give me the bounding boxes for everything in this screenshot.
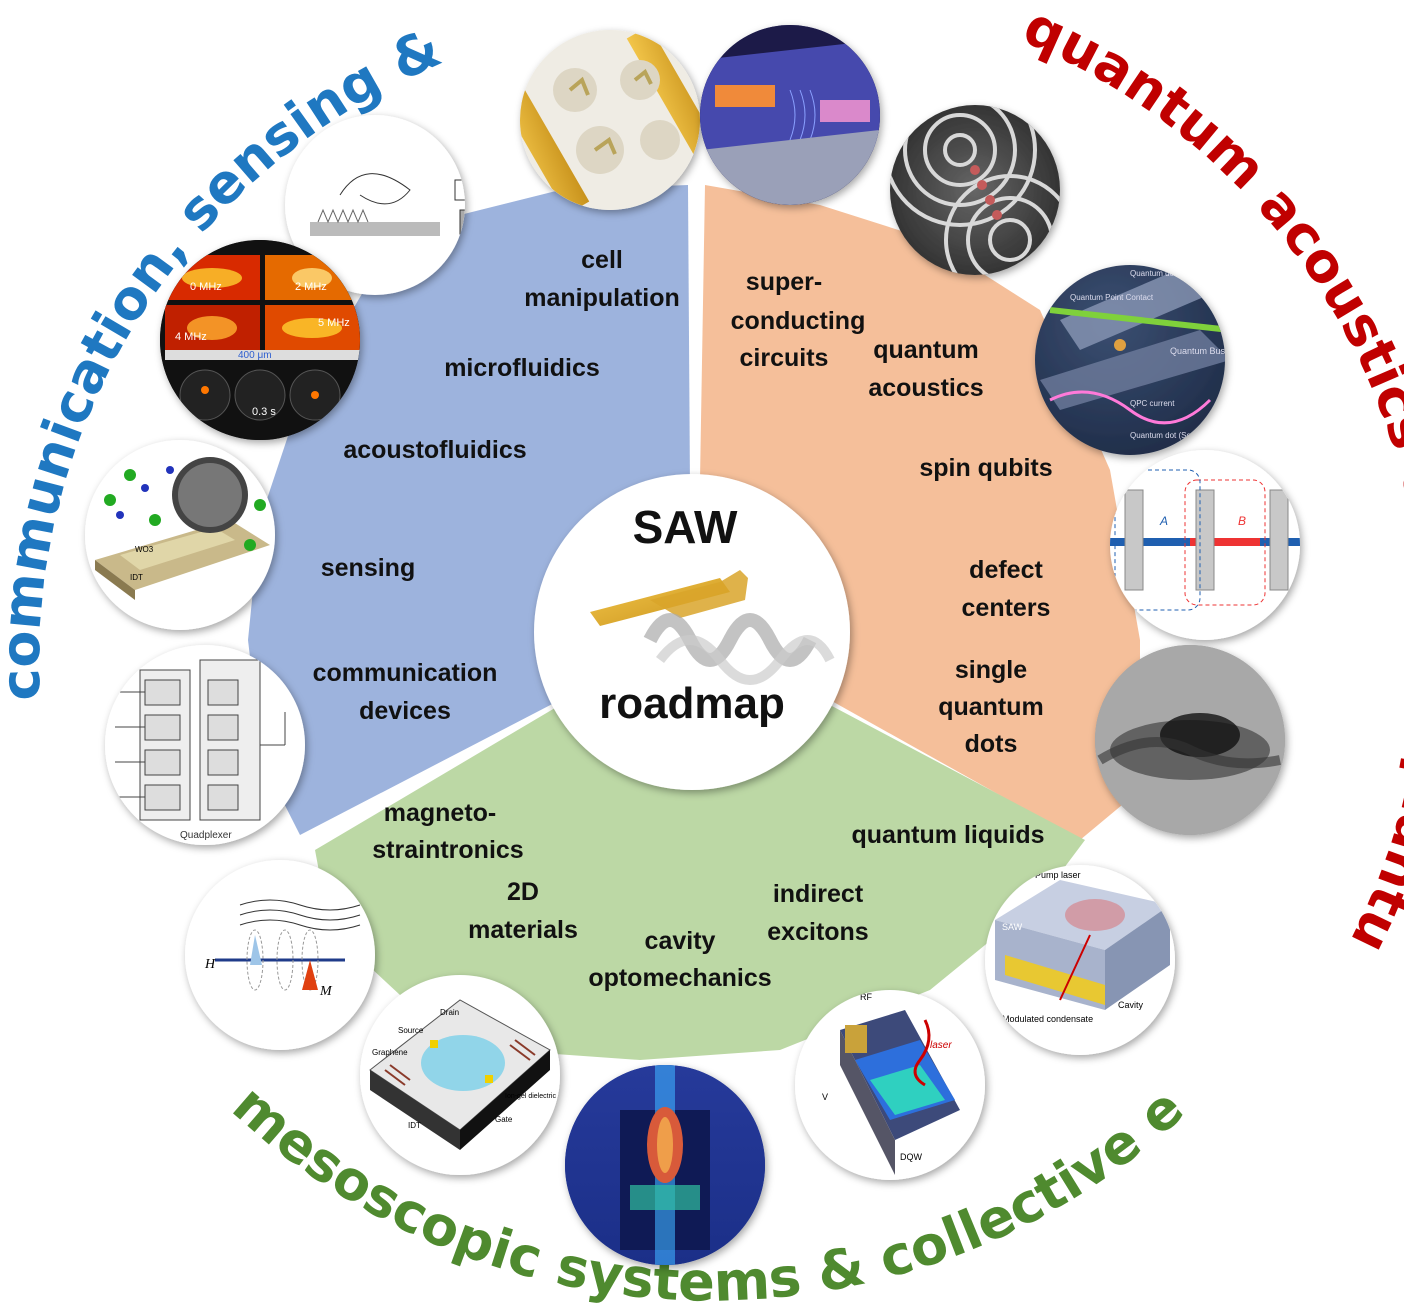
topic-spin-qubits: spin qubits [919, 454, 1052, 482]
svg-text:RF: RF [860, 992, 872, 1002]
svg-text:Graphene: Graphene [372, 1048, 408, 1057]
svg-text:Source: Source [398, 1026, 424, 1035]
svg-text:Drain: Drain [440, 1008, 459, 1017]
graphene-saw-device-image: Drain Source Graphene Ion-gel dielectric… [360, 975, 560, 1175]
exciton-device-image: RF laser V DQW [795, 990, 985, 1180]
svg-text:Quantum dot (Detector): Quantum dot (Detector) [1130, 269, 1214, 278]
svg-text:Quantum dot (Source): Quantum dot (Source) [1130, 431, 1209, 440]
topic-quantum-liquids: quantum liquids [851, 821, 1044, 849]
quadplexer-schematic-image: Quadplexer [105, 645, 305, 845]
idt-device-icon [590, 570, 835, 685]
svg-text:A: A [1159, 514, 1168, 528]
quantum-dot-noise-image [1095, 645, 1285, 835]
svg-text:DQW: DQW [900, 1152, 923, 1162]
svg-text:2 MHz: 2 MHz [295, 281, 327, 293]
topic-magneto-straintronics: magneto-straintronics [372, 799, 523, 864]
svg-text:400 μm: 400 μm [238, 350, 272, 361]
spin-qubit-panel-image: A B [1110, 450, 1300, 640]
svg-text:Quantum Bus: Quantum Bus [1170, 346, 1226, 356]
quantum-bus-image: Quantum dot (Detector) Quantum Point Con… [1035, 265, 1226, 455]
svg-text:5 MHz: 5 MHz [318, 317, 350, 329]
svg-text:laser: laser [930, 1040, 952, 1051]
svg-text:Quadplexer: Quadplexer [180, 830, 232, 841]
topic-microfluidics: microfluidics [444, 354, 600, 382]
surface-wave-ripple-image [890, 105, 1060, 275]
svg-text:B: B [1238, 514, 1246, 528]
svg-text:SAW: SAW [1002, 922, 1023, 932]
optomechanical-cavity-image [565, 1065, 765, 1265]
svg-text:0 MHz: 0 MHz [190, 281, 222, 293]
acoustic-streaming-sketch-image [285, 115, 465, 295]
svg-text:Modulated condensate: Modulated condensate [1002, 1014, 1093, 1024]
center-title: SAW [633, 501, 738, 553]
svg-text:IDT: IDT [130, 573, 143, 582]
svg-text:V: V [822, 1092, 828, 1102]
svg-text:WO3: WO3 [135, 545, 154, 554]
superconducting-circuit-image [700, 25, 880, 205]
svg-text:4 MHz: 4 MHz [175, 331, 207, 343]
svg-text:Pump laser: Pump laser [1035, 870, 1081, 880]
svg-text:Gate: Gate [495, 1115, 513, 1124]
svg-text:Cavity: Cavity [1118, 1000, 1144, 1010]
svg-text:Quantum Point Contact: Quantum Point Contact [1070, 293, 1154, 302]
cell-manipulation-image [520, 30, 700, 210]
center-hub: SAW roadmap [534, 474, 850, 790]
topic-sensing: sensing [321, 554, 415, 582]
acoustofluidic-frequency-panel-image: 0 MHz 2 MHz 4 MHz 5 MHz 400 μm 0.3 s [160, 240, 360, 440]
svg-text:M: M [319, 984, 333, 999]
center-subtitle: roadmap [599, 679, 785, 728]
green-sector [315, 705, 1085, 1060]
svg-text:Ion-gel dielectric: Ion-gel dielectric [505, 1093, 556, 1100]
gas-sensor-image: WO3 IDT [85, 440, 275, 630]
magnetization-dynamics-image: H M [185, 860, 375, 1050]
svg-text:0.3 s: 0.3 s [252, 406, 276, 418]
polariton-condensate-image: Pump laser SAW Cavity Modulated condensa… [985, 865, 1175, 1055]
svg-text:H: H [204, 957, 216, 972]
topic-acoustofluidics: acoustofluidics [343, 436, 526, 464]
svg-text:QPC current: QPC current [1130, 399, 1175, 408]
svg-text:IDT: IDT [408, 1121, 421, 1130]
orange-sector [700, 185, 1140, 840]
